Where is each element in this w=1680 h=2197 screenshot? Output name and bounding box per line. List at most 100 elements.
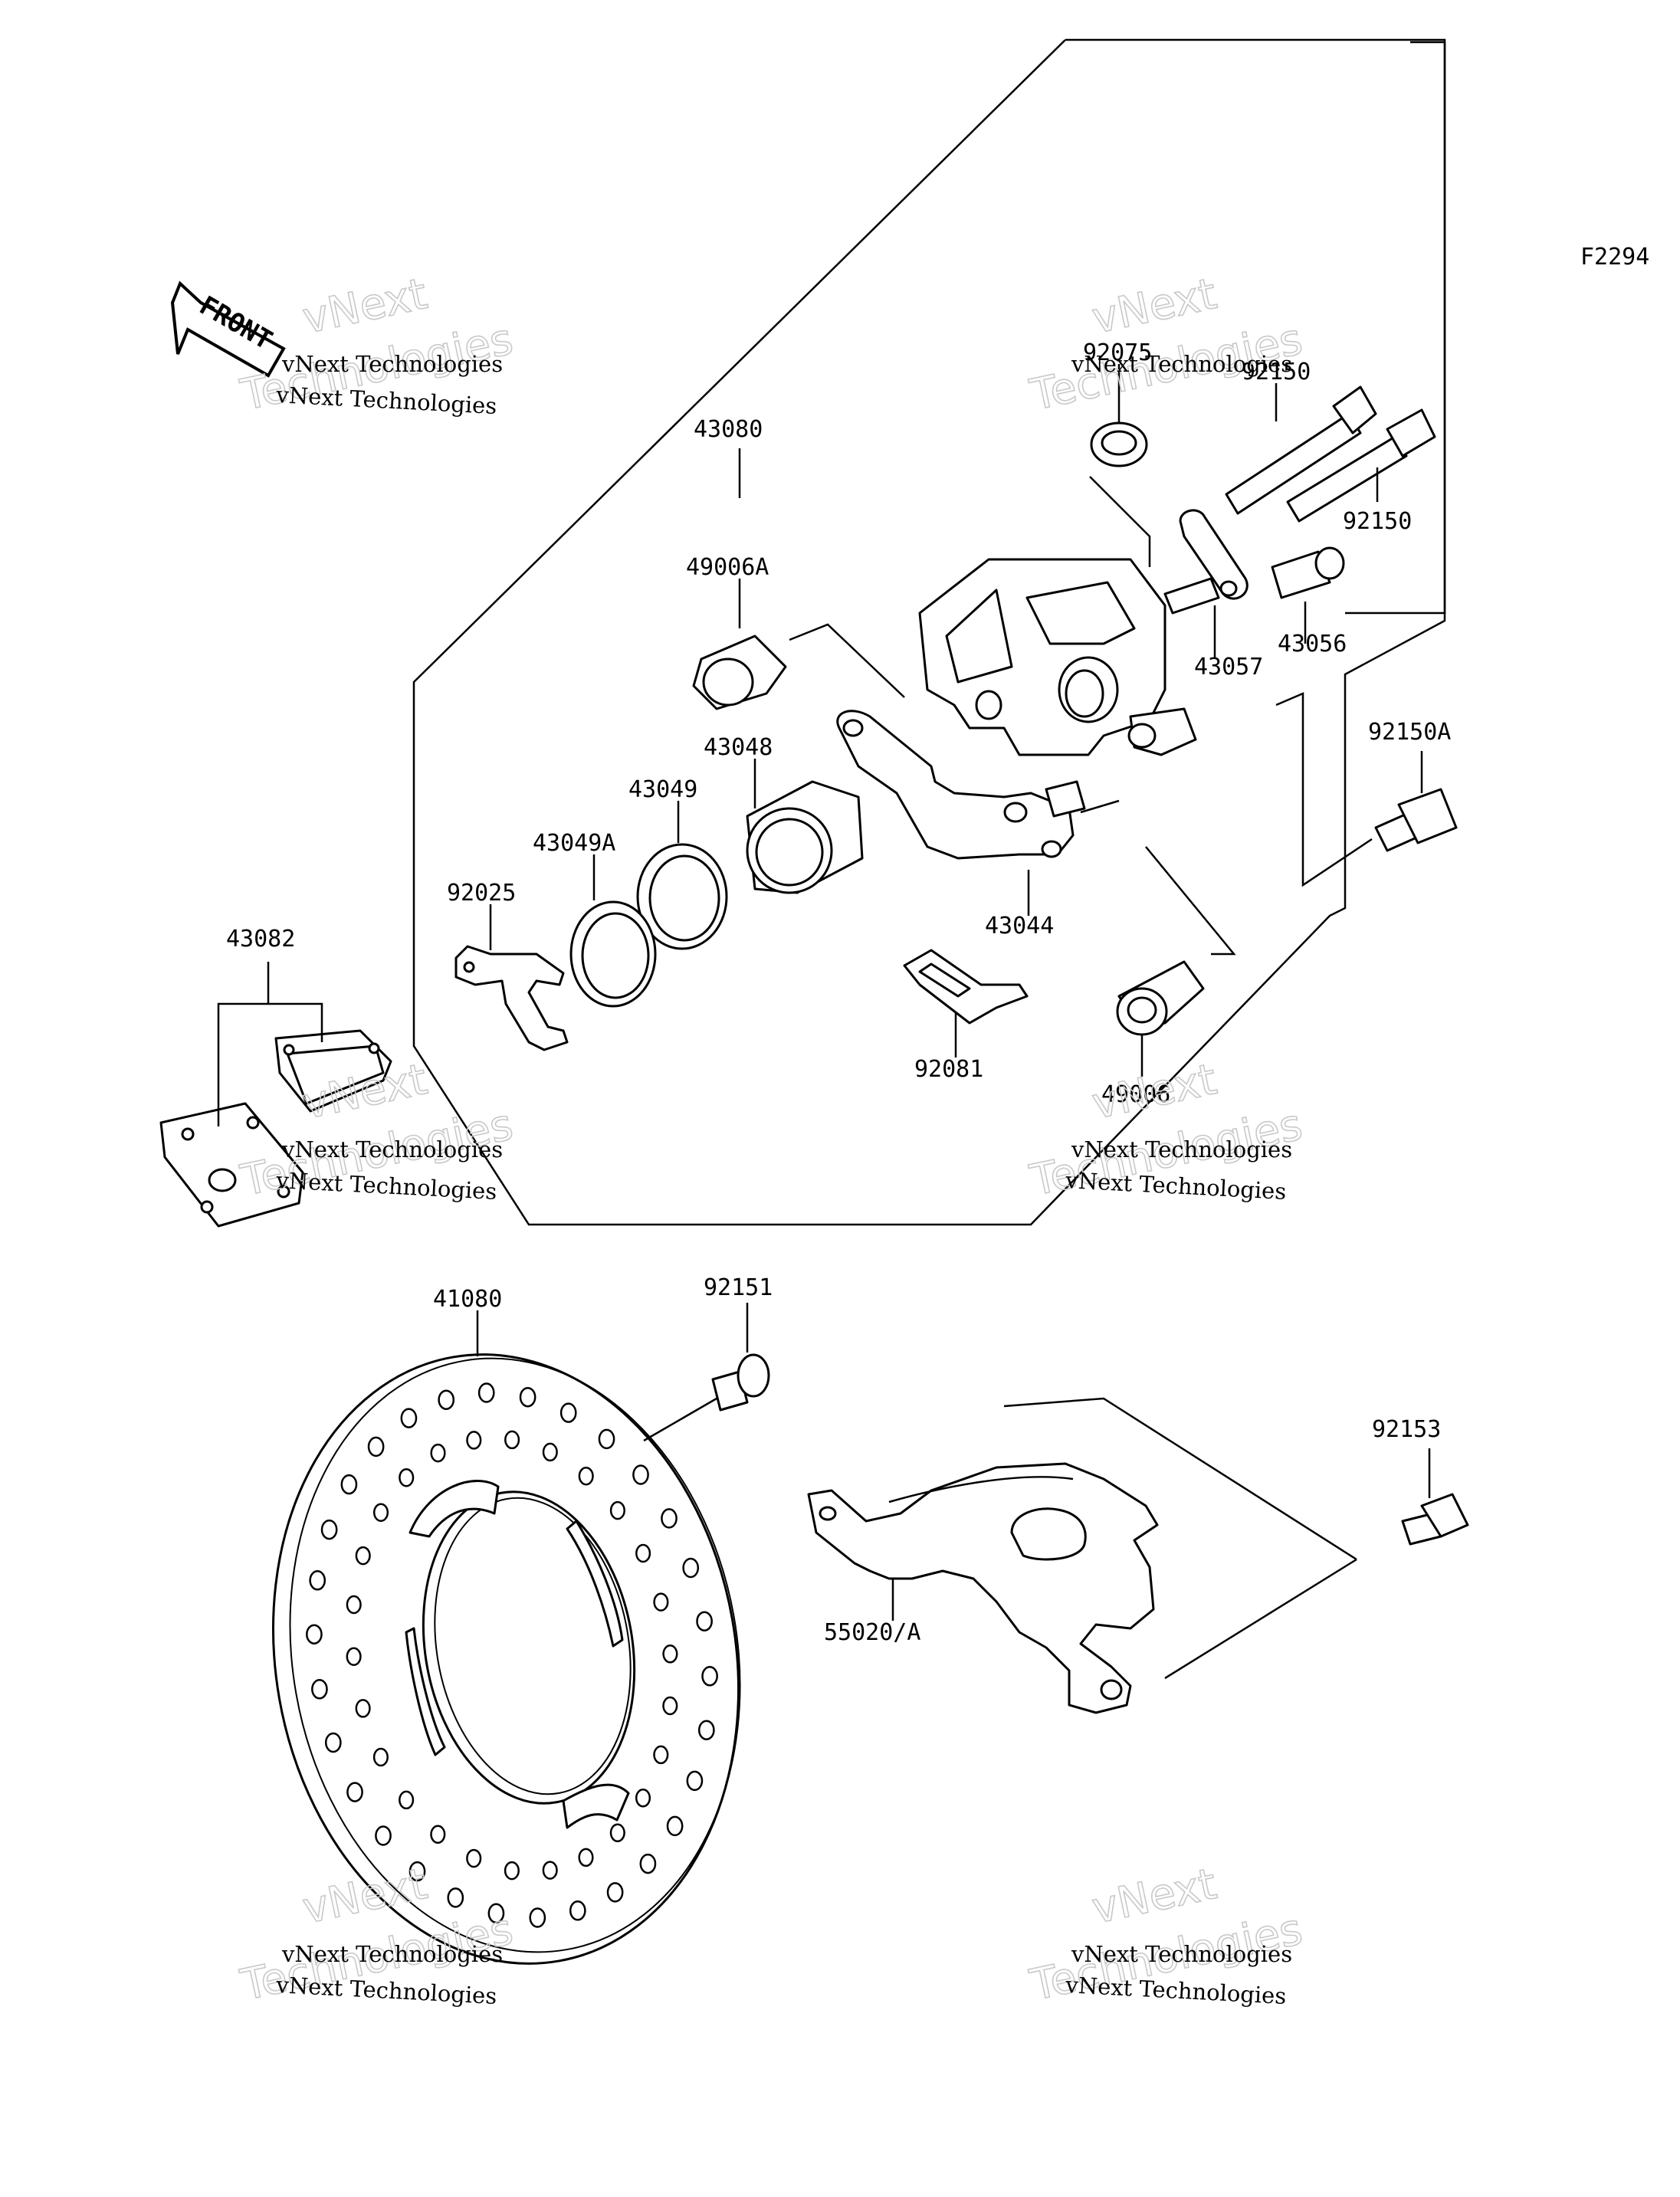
disc-hole [542, 1442, 558, 1462]
disc-hole [324, 1732, 342, 1753]
disc-hole [309, 1570, 326, 1591]
bleeder-valve-43056 [1271, 546, 1345, 599]
disc-hole [447, 1887, 464, 1908]
boot-49006A [692, 635, 787, 710]
disc-hole [682, 1557, 700, 1579]
disc-hole [661, 1508, 678, 1529]
leader-92153-to-bracket [1164, 1558, 1357, 1680]
label-92153: 92153 [1372, 1416, 1441, 1443]
spring-92025 [454, 945, 569, 1051]
label-41080: 41080 [433, 1286, 502, 1313]
disc-hole [519, 1386, 536, 1408]
watermark-4: vNext Technologies vNext Technologies vN… [1025, 1054, 1308, 1206]
front-arrow-icon: FRONT [170, 280, 286, 378]
bolt-92153 [1401, 1493, 1469, 1546]
svg-text:vNext Technologies: vNext Technologies [1071, 351, 1292, 377]
piston-43048 [746, 780, 864, 894]
disc-hole [372, 1503, 389, 1522]
svg-text:vNext Technologies: vNext Technologies [275, 1972, 497, 2009]
svg-text:vNext Technologies: vNext Technologies [281, 351, 503, 377]
disc-hole [320, 1519, 338, 1540]
watermark-2: vNext Technologies vNext Technologies [1025, 268, 1308, 421]
disc-hole [355, 1699, 371, 1718]
disc-hole [701, 1666, 718, 1687]
disc-hole [311, 1679, 328, 1700]
svg-text:vNext Technologies: vNext Technologies [281, 1136, 503, 1162]
disc-hole [696, 1611, 713, 1631]
brake-pads-43082 [159, 1029, 392, 1228]
boot-49006 [1116, 960, 1205, 1036]
caliper-body [918, 558, 1220, 756]
disc-hole [367, 1436, 385, 1458]
disc-hole [635, 1543, 651, 1563]
pin-92150-b [1286, 408, 1436, 523]
leader-92151-to-disc [643, 1397, 717, 1442]
svg-text:vNext: vNext [298, 269, 431, 344]
disc-hole [430, 1825, 446, 1844]
disc-hole [399, 1467, 415, 1487]
disc-hole [529, 1907, 546, 1928]
disc-hole [697, 1720, 715, 1740]
label-55020A: 55020/A [824, 1619, 920, 1646]
svg-text:vNext Technologies: vNext Technologies [281, 1941, 503, 1967]
svg-text:vNext: vNext [1088, 1054, 1221, 1130]
disc-hole [466, 1431, 482, 1450]
caliper-bracket-55020A [807, 1462, 1159, 1714]
leader-49006-to-body [1145, 846, 1236, 956]
leader-43082 [217, 1002, 323, 1126]
disc-hole [578, 1466, 594, 1486]
disc-hole [559, 1402, 577, 1423]
figure-code: F2294 [1580, 244, 1649, 271]
disc-hole [306, 1624, 323, 1644]
disc-hole [477, 1382, 495, 1403]
svg-text:vNext: vNext [1088, 269, 1221, 344]
disc-hole [372, 1747, 389, 1767]
disc-hole [409, 1861, 426, 1882]
disc-hole [635, 1789, 651, 1808]
svg-text:vNext Technologies: vNext Technologies [275, 1167, 497, 1205]
bolt-92151 [711, 1353, 770, 1412]
disc-hole [662, 1644, 678, 1664]
disc-hole [399, 1790, 415, 1810]
svg-text:vNext Technologies: vNext Technologies [1071, 1941, 1292, 1967]
label-43044: 43044 [985, 913, 1054, 939]
label-43057: 43057 [1194, 654, 1263, 680]
leader-92150A-to-body [1275, 692, 1373, 887]
disc-hole [504, 1861, 520, 1881]
leader-49006A-to-body [789, 623, 905, 698]
disc-hole [346, 1782, 363, 1802]
disc-hole [542, 1861, 558, 1880]
seal-43049 [636, 843, 728, 950]
disc-hole [438, 1389, 455, 1410]
label-92025: 92025 [447, 880, 516, 907]
disc-hole [662, 1696, 678, 1716]
disc-hole [609, 1500, 625, 1520]
label-92150A: 92150A [1368, 719, 1451, 746]
watermark-3: vNext Technologies vNext Technologies vN… [236, 1054, 518, 1206]
disc-hole [346, 1595, 362, 1615]
svg-text:vNext: vNext [1088, 1859, 1221, 1934]
label-43056: 43056 [1278, 631, 1347, 657]
disc-hole [430, 1443, 446, 1463]
svg-text:vNext Technologies: vNext Technologies [1071, 1136, 1292, 1162]
pad-spring-92081 [903, 949, 1029, 1025]
disc-hole [346, 1647, 362, 1666]
caliper-group-box [412, 38, 1446, 1226]
bolt-92150A [1374, 788, 1458, 852]
label-49006A: 49006A [686, 554, 769, 581]
watermark-6: vNext Technologies vNext Technologies vN… [1025, 1858, 1308, 2011]
label-92151: 92151 [704, 1274, 773, 1301]
pin-92150-a [1225, 385, 1377, 515]
label-43080: 43080 [694, 416, 763, 443]
label-49006: 49006 [1101, 1081, 1170, 1108]
label-43049A: 43049A [533, 830, 615, 857]
disc-hole [504, 1430, 520, 1450]
disc-hole [606, 1882, 624, 1903]
disc-hole [653, 1592, 669, 1612]
disc-hole [340, 1474, 358, 1495]
leader-92075-to-body [1089, 476, 1151, 567]
svg-text:vNext Technologies: vNext Technologies [1065, 1167, 1287, 1205]
leader-55020A-top [1003, 1397, 1357, 1561]
